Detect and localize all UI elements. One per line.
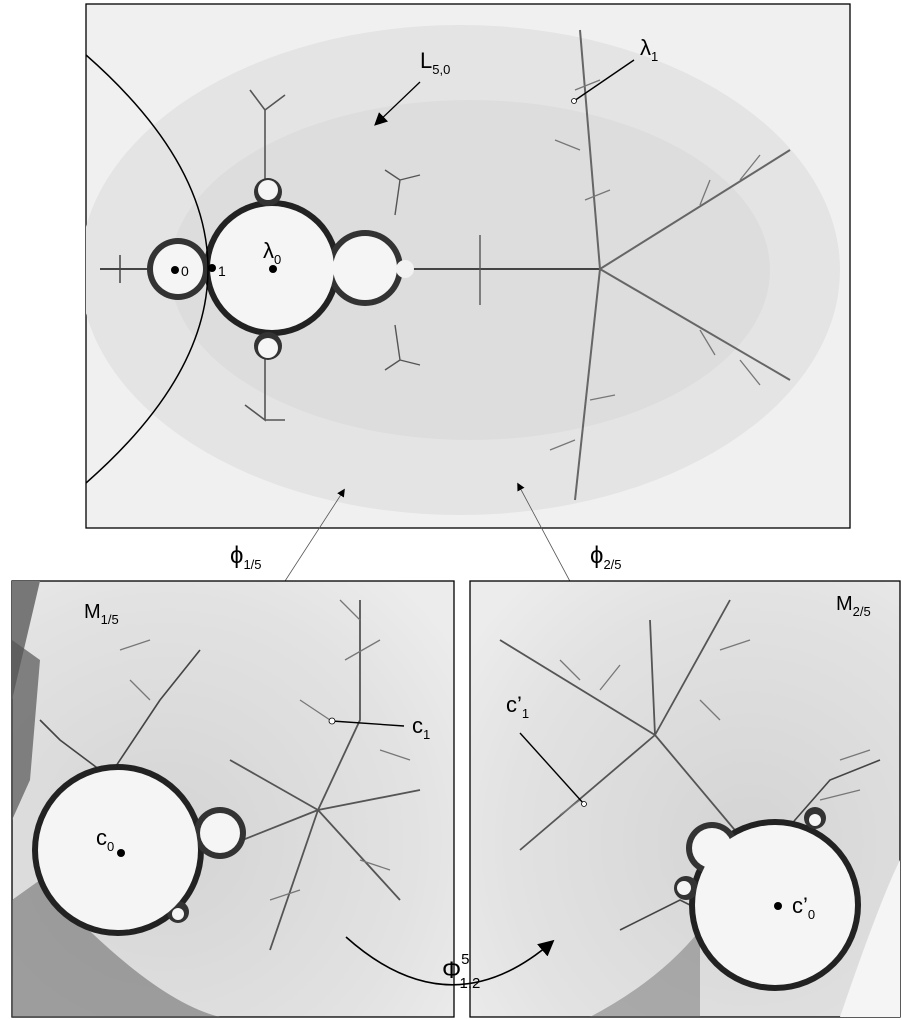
label-L: L5,0 [420,48,450,77]
left-panel: M1/5 c1 c0 [11,580,455,1018]
left-panel-title: M1/5 [84,601,119,627]
l-arrow [374,81,421,126]
c1p-leader [519,732,585,805]
left-main-bulb [38,770,198,930]
left-fractal-filaments [39,599,421,951]
top-panel: L5,0 λ1 λ0 0 1 [85,3,851,529]
label-phi-1-5: ϕ1/5 [230,542,262,572]
label-c0: c0 [96,825,114,854]
label-c0p: c’0 [792,893,815,922]
lambda0-point [269,265,277,273]
label-lambda1: λ1 [640,35,658,64]
mandelbrot-copy [100,29,791,501]
point-0 [171,266,179,274]
label-phi-2-5: ϕ2/5 [590,542,622,572]
right-bulb [333,236,397,300]
label-c1: c1 [412,713,430,742]
label-1: 1 [218,263,226,279]
lambda1-leader [573,59,635,102]
label-0: 0 [181,263,189,279]
right-panel-title: M2/5 [836,593,871,619]
point-1 [208,264,216,272]
c1-leader [331,720,405,727]
c0-point [117,849,125,857]
Phi-arrow [345,936,555,986]
c0p-point [774,902,782,910]
boundary-curve [86,54,209,484]
label-lambda0: λ0 [263,238,281,267]
label-c1p: c’1 [506,692,529,721]
right-panel: M2/5 c’1 c’0 [469,580,901,1018]
